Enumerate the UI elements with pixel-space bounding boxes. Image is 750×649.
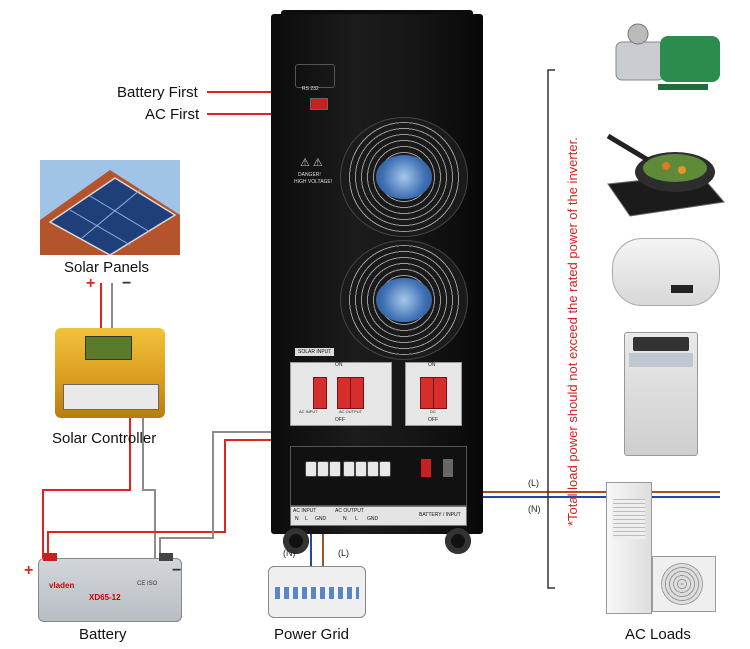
cooling-fan-top — [345, 122, 463, 232]
off-label-right: OFF — [428, 417, 438, 423]
rs232-label: RS 232 — [302, 86, 319, 92]
battery-positive-terminal — [43, 553, 57, 561]
terminal-screw-4 — [343, 461, 355, 477]
breaker-3 — [350, 377, 364, 409]
ac-first-label: AC First — [145, 106, 200, 123]
fan-hub-top — [376, 155, 432, 199]
fan-hub-bottom — [376, 278, 432, 322]
terminal-gnd2: GND — [367, 516, 379, 522]
cooling-fan-bottom — [345, 245, 463, 355]
inverter-wheel-left — [283, 528, 309, 554]
battery-input-terminal-label: BATTERY / INPUT — [419, 512, 461, 518]
inverter-wheel-right — [445, 528, 471, 554]
induction-cooker-image — [600, 126, 726, 218]
breaker-dc-1 — [420, 377, 434, 409]
terminal-label-strip: AC INPUT AC OUTPUT BATTERY / INPUT N L G… — [290, 506, 467, 526]
solar-panels-image — [40, 160, 180, 256]
battery-brand: vladen — [49, 581, 75, 590]
terminal-gnd1: GND — [315, 516, 327, 522]
danger-label: DANGER! — [298, 172, 321, 178]
terminal-l2: L — [355, 516, 358, 522]
water-pump-image — [608, 18, 726, 96]
controller-terminals — [63, 384, 159, 410]
load-warning-text: *Total load power should not exceed the … — [565, 137, 580, 527]
rs232-port — [295, 64, 335, 88]
ac-vent — [613, 499, 645, 539]
mode-switch — [310, 98, 328, 110]
battery-negative-post — [443, 459, 453, 477]
terminal-screw-1 — [305, 461, 317, 477]
ac-switch-panel: ON AC INPUT AC OUTPUT OFF — [290, 362, 392, 426]
line-l-label-load: (L) — [528, 478, 539, 488]
ac-output-switch-label: AC OUTPUT — [339, 409, 363, 414]
off-label-left: OFF — [335, 417, 345, 423]
washer-lid — [633, 337, 689, 351]
controller-display — [85, 336, 132, 360]
water-pump-icon — [615, 23, 720, 90]
warning-triangle-icon: ⚠ ⚠ — [300, 157, 323, 169]
breaker-dc-2 — [433, 377, 447, 409]
air-conditioner-indoor-image — [606, 482, 652, 614]
panels-plus-sign: + — [86, 275, 96, 292]
induction-cooker-icon — [606, 133, 725, 217]
battery-positive-post — [421, 459, 431, 477]
panels-minus-sign: − — [122, 275, 132, 292]
breaker-row — [275, 587, 359, 599]
ac-output-terminal-label: AC OUTPUT — [335, 508, 364, 514]
outdoor-fan-icon — [661, 563, 703, 605]
neutral-n-label-grid: (N) — [283, 548, 296, 558]
battery-first-label: Battery First — [117, 84, 198, 101]
heater-display — [671, 285, 693, 293]
controller-battery-positive-wire — [42, 405, 131, 560]
power-grid-breaker-box — [268, 566, 366, 618]
terminal-l1: L — [305, 516, 308, 522]
loads-bracket — [547, 69, 555, 589]
battery-negative-terminal — [159, 553, 173, 561]
solar-input-label: SOLAR INPUT — [295, 348, 335, 356]
terminal-screw-5 — [355, 461, 367, 477]
terminal-n2: N — [343, 516, 347, 522]
ac-loads-label: AC Loads — [625, 626, 691, 643]
high-voltage-label: HIGH VOLTAGE! — [294, 179, 333, 185]
terminal-screw-3 — [329, 461, 341, 477]
air-conditioner-outdoor-image — [652, 556, 716, 612]
terminal-screw-6 — [367, 461, 379, 477]
water-heater-image — [612, 238, 720, 306]
breaker-1 — [313, 377, 327, 409]
ac-input-switch-label: AC INPUT — [299, 409, 318, 414]
on-label-left: ON — [335, 362, 343, 368]
breaker-2 — [337, 377, 351, 409]
battery-image: vladen XD65-12 CE ISO — [38, 553, 182, 622]
washing-machine-image — [624, 332, 698, 456]
battery-minus-sign: − — [172, 562, 182, 579]
battery-model: XD65-12 — [89, 593, 121, 602]
ac-input-terminal-label: AC INPUT — [293, 508, 317, 514]
line-l-label-grid: (L) — [338, 548, 349, 558]
power-grid-label: Power Grid — [274, 626, 350, 643]
dc-switch-label: DC — [430, 409, 436, 414]
battery-cert: CE ISO — [137, 581, 158, 587]
terminal-block — [290, 446, 467, 506]
dc-switch-panel: ON DC OFF — [405, 362, 462, 426]
washer-control-panel — [629, 353, 693, 367]
terminal-n1: N — [295, 516, 299, 522]
neutral-n-label-load: (N) — [528, 504, 541, 514]
battery-plus-sign: + — [24, 562, 34, 579]
on-label-right: ON — [428, 362, 436, 368]
controller-battery-negative-wire — [142, 405, 156, 560]
solar-panel-icon — [40, 160, 180, 256]
terminal-screw-2 — [317, 461, 329, 477]
solar-controller-image — [55, 328, 165, 418]
terminal-screw-7 — [379, 461, 391, 477]
battery-label: Battery — [79, 626, 127, 643]
solar-controller-label: Solar Controller — [52, 430, 157, 447]
solar-panels-label: Solar Panels — [64, 259, 150, 276]
